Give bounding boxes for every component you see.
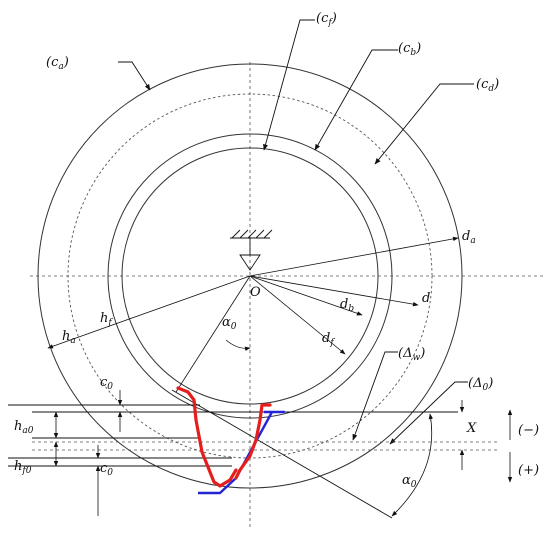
label-cb: (cb) — [398, 41, 421, 58]
label-origin: O — [250, 285, 261, 300]
label-d: d — [422, 291, 430, 306]
base-circle — [107, 133, 393, 419]
label-cf: (cf) — [316, 11, 337, 28]
delta-w-leader — [352, 351, 398, 441]
label-cd: (cd) — [476, 77, 499, 94]
label-hf0: hf0 — [14, 459, 32, 476]
d-radius-arrow — [249, 275, 419, 307]
label-c0-lower: c0 — [100, 461, 113, 478]
dedendum-circle — [121, 147, 379, 405]
line-of-action — [171, 389, 393, 519]
label-delta-0: (Δ0) — [468, 376, 493, 393]
pressure-angle-ray — [175, 275, 251, 393]
rack-tooth-profile — [198, 410, 286, 495]
fixed-centre-symbol — [230, 229, 273, 271]
delta-0-leader — [389, 381, 468, 445]
addendum-circle — [37, 63, 463, 489]
ca-leader — [118, 61, 151, 91]
db-radius-arrow — [249, 275, 363, 316]
label-c0-upper: c0 — [100, 375, 113, 392]
cf-leader — [263, 19, 315, 151]
label-df: df — [322, 331, 335, 348]
da-radius-arrow — [249, 236, 459, 277]
df-radius-arrow — [249, 275, 346, 355]
cd-leader — [374, 83, 474, 165]
label-ca: (ca) — [46, 55, 69, 72]
label-ha0: ha0 — [14, 419, 34, 436]
ha-hf-radial-arrow — [47, 275, 251, 349]
label-da: da — [462, 229, 476, 246]
label-minus: (−) — [518, 423, 539, 438]
label-hf: hf — [100, 311, 113, 328]
label-plus: (+) — [518, 463, 539, 478]
label-delta-w: (Δw) — [398, 346, 425, 363]
label-db: db — [340, 297, 354, 314]
tooth-profile-left — [176, 386, 238, 488]
label-ha: ha — [62, 329, 76, 346]
alpha0-right-arc — [391, 413, 434, 517]
label-alpha0: α0 — [222, 315, 237, 332]
label-x: X — [466, 421, 477, 436]
tooth-profile-right — [234, 403, 272, 480]
label-alpha0-right: α0 — [402, 473, 417, 490]
cb-leader — [314, 49, 398, 151]
alpha0-arc — [225, 339, 251, 352]
